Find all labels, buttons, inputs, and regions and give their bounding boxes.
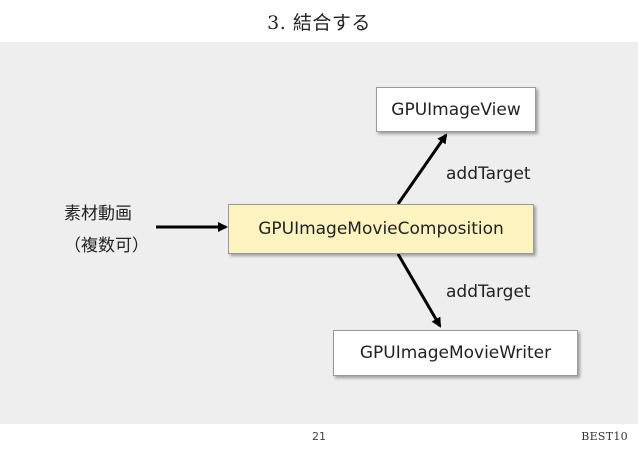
page-number: 21 — [312, 430, 326, 443]
source-label-line1: 素材動画 — [64, 204, 132, 224]
slide-title: 3. 結合する — [267, 12, 371, 34]
bottom-edge-label: addTarget — [446, 282, 531, 302]
source-label-line2: （複数可） — [64, 236, 149, 256]
source-video-label: 素材動画 （複数可） — [64, 198, 149, 262]
composition-to-view-arrow — [396, 133, 448, 205]
gpuimagemoviewriter-node: GPUImageMovieWriter — [333, 330, 578, 376]
brand-logo: BEST10 — [581, 430, 628, 443]
composition-to-writer-arrow — [396, 253, 442, 328]
gpuimageview-node: GPUImageView — [376, 87, 536, 132]
top-edge-label: addTarget — [446, 164, 531, 184]
gpuimagemoviecomposition-node: GPUImageMovieComposition — [228, 204, 534, 254]
